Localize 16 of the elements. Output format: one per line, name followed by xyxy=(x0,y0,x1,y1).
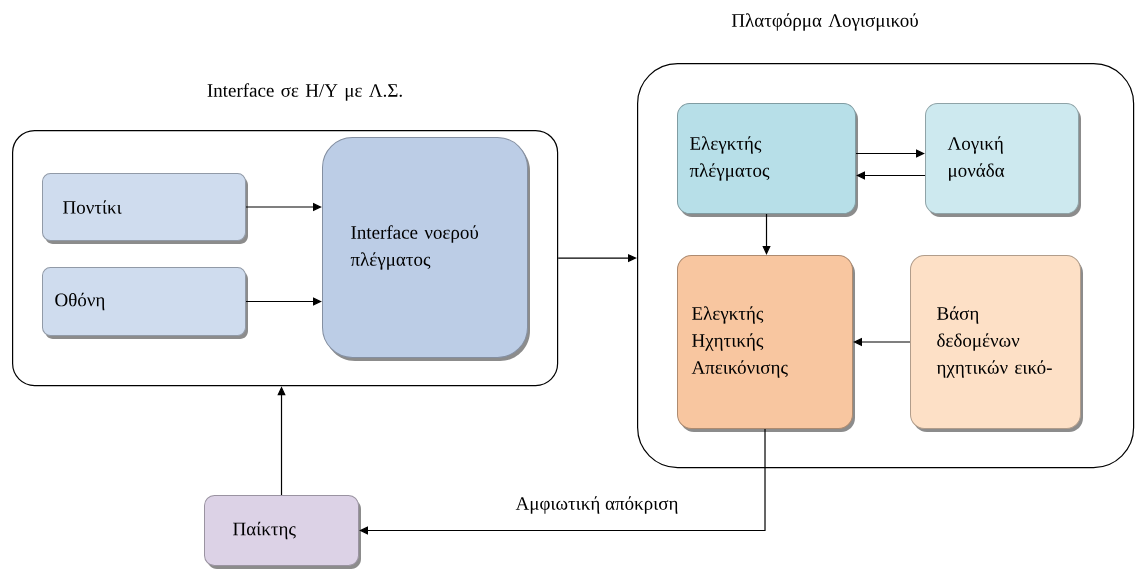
arrow xyxy=(855,149,925,158)
process-box: Ποντίκι xyxy=(42,173,248,244)
process-box: Ελεγκτής Ηχητικής Απεικόνισης xyxy=(677,255,855,432)
group-heading: Interface σε Η/Υ με Λ.Σ. xyxy=(207,83,402,101)
arrow xyxy=(762,213,771,255)
process-box: Λογική μονάδα xyxy=(925,103,1081,217)
process-box: Βάση δεδομένων ηχητικών εικό- xyxy=(910,255,1083,432)
process-box: Interface νοερού πλέγματος xyxy=(322,137,530,361)
edge-label: Αμφιωτική απόκριση xyxy=(513,494,681,516)
group-heading: Πλατφόρμα Λογισμικού xyxy=(731,13,918,31)
arrow xyxy=(856,171,926,180)
process-box: Παίκτης xyxy=(204,495,361,569)
process-box: Ελεγκτής πλέγματος xyxy=(677,103,858,217)
arrow xyxy=(245,297,322,306)
arrow xyxy=(359,428,766,535)
process-box: Οθόνη xyxy=(42,267,248,339)
